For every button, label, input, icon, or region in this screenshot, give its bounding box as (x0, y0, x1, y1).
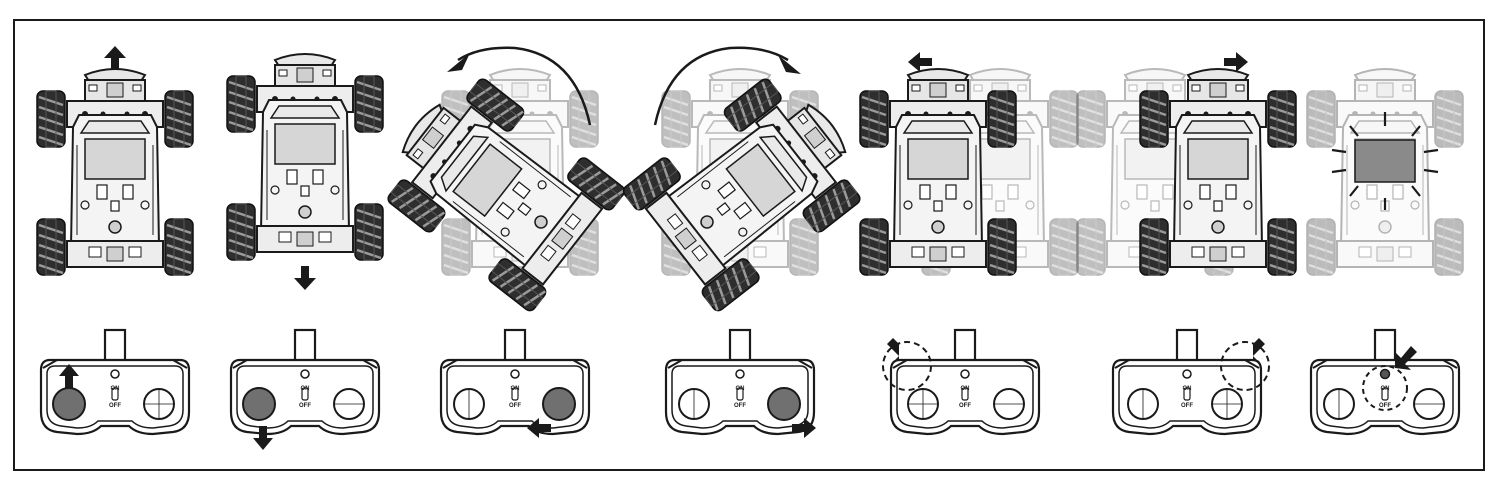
arrow-right-icon (1224, 52, 1248, 72)
remote-strafe-right: ON OFF (1111, 328, 1270, 436)
frame-border (13, 19, 1485, 471)
arrow-down-icon (294, 266, 316, 290)
on-label: ON (511, 386, 520, 392)
remote-backward: ON OFF (229, 328, 381, 450)
remote-forward: ON OFF (39, 328, 191, 436)
off-label: OFF (509, 403, 521, 409)
rotate-cw-arrow-icon (653, 46, 801, 126)
rotate-ccw-arrow-icon (447, 46, 592, 126)
left-stick-active (242, 387, 276, 421)
off-label: OFF (299, 403, 311, 409)
arrow-up-icon (104, 46, 126, 70)
right-stick-active (767, 387, 801, 421)
car-lights-panel (1354, 139, 1416, 183)
highlight-center-button (1362, 365, 1408, 411)
car-backward (227, 54, 383, 260)
off-label: OFF (109, 403, 121, 409)
remote-rotate-left: ON OFF (439, 328, 591, 438)
on-label: ON (1183, 386, 1192, 392)
off-label: OFF (1181, 403, 1193, 409)
arrow-left-icon (908, 52, 932, 72)
right-stick-active (542, 387, 576, 421)
remote-strafe-left: ON OFF (882, 328, 1041, 436)
highlight-left-shoulder (882, 341, 932, 391)
left-stick-active (52, 387, 86, 421)
on-label: ON (1381, 386, 1390, 392)
on-label: ON (961, 386, 970, 392)
remote-lights: ON OFF (1309, 328, 1461, 436)
on-label: ON (736, 386, 745, 392)
car-forward (37, 69, 193, 275)
highlight-right-shoulder (1220, 341, 1270, 391)
light-rays-icon (1331, 112, 1439, 210)
remote-rotate-right: ON OFF (664, 328, 816, 438)
on-label: ON (301, 386, 310, 392)
car-rotate-right (621, 63, 879, 313)
center-button-active (1379, 368, 1391, 380)
off-label: OFF (1379, 403, 1391, 409)
on-label: ON (111, 386, 120, 392)
off-label: OFF (734, 403, 746, 409)
off-label: OFF (959, 403, 971, 409)
